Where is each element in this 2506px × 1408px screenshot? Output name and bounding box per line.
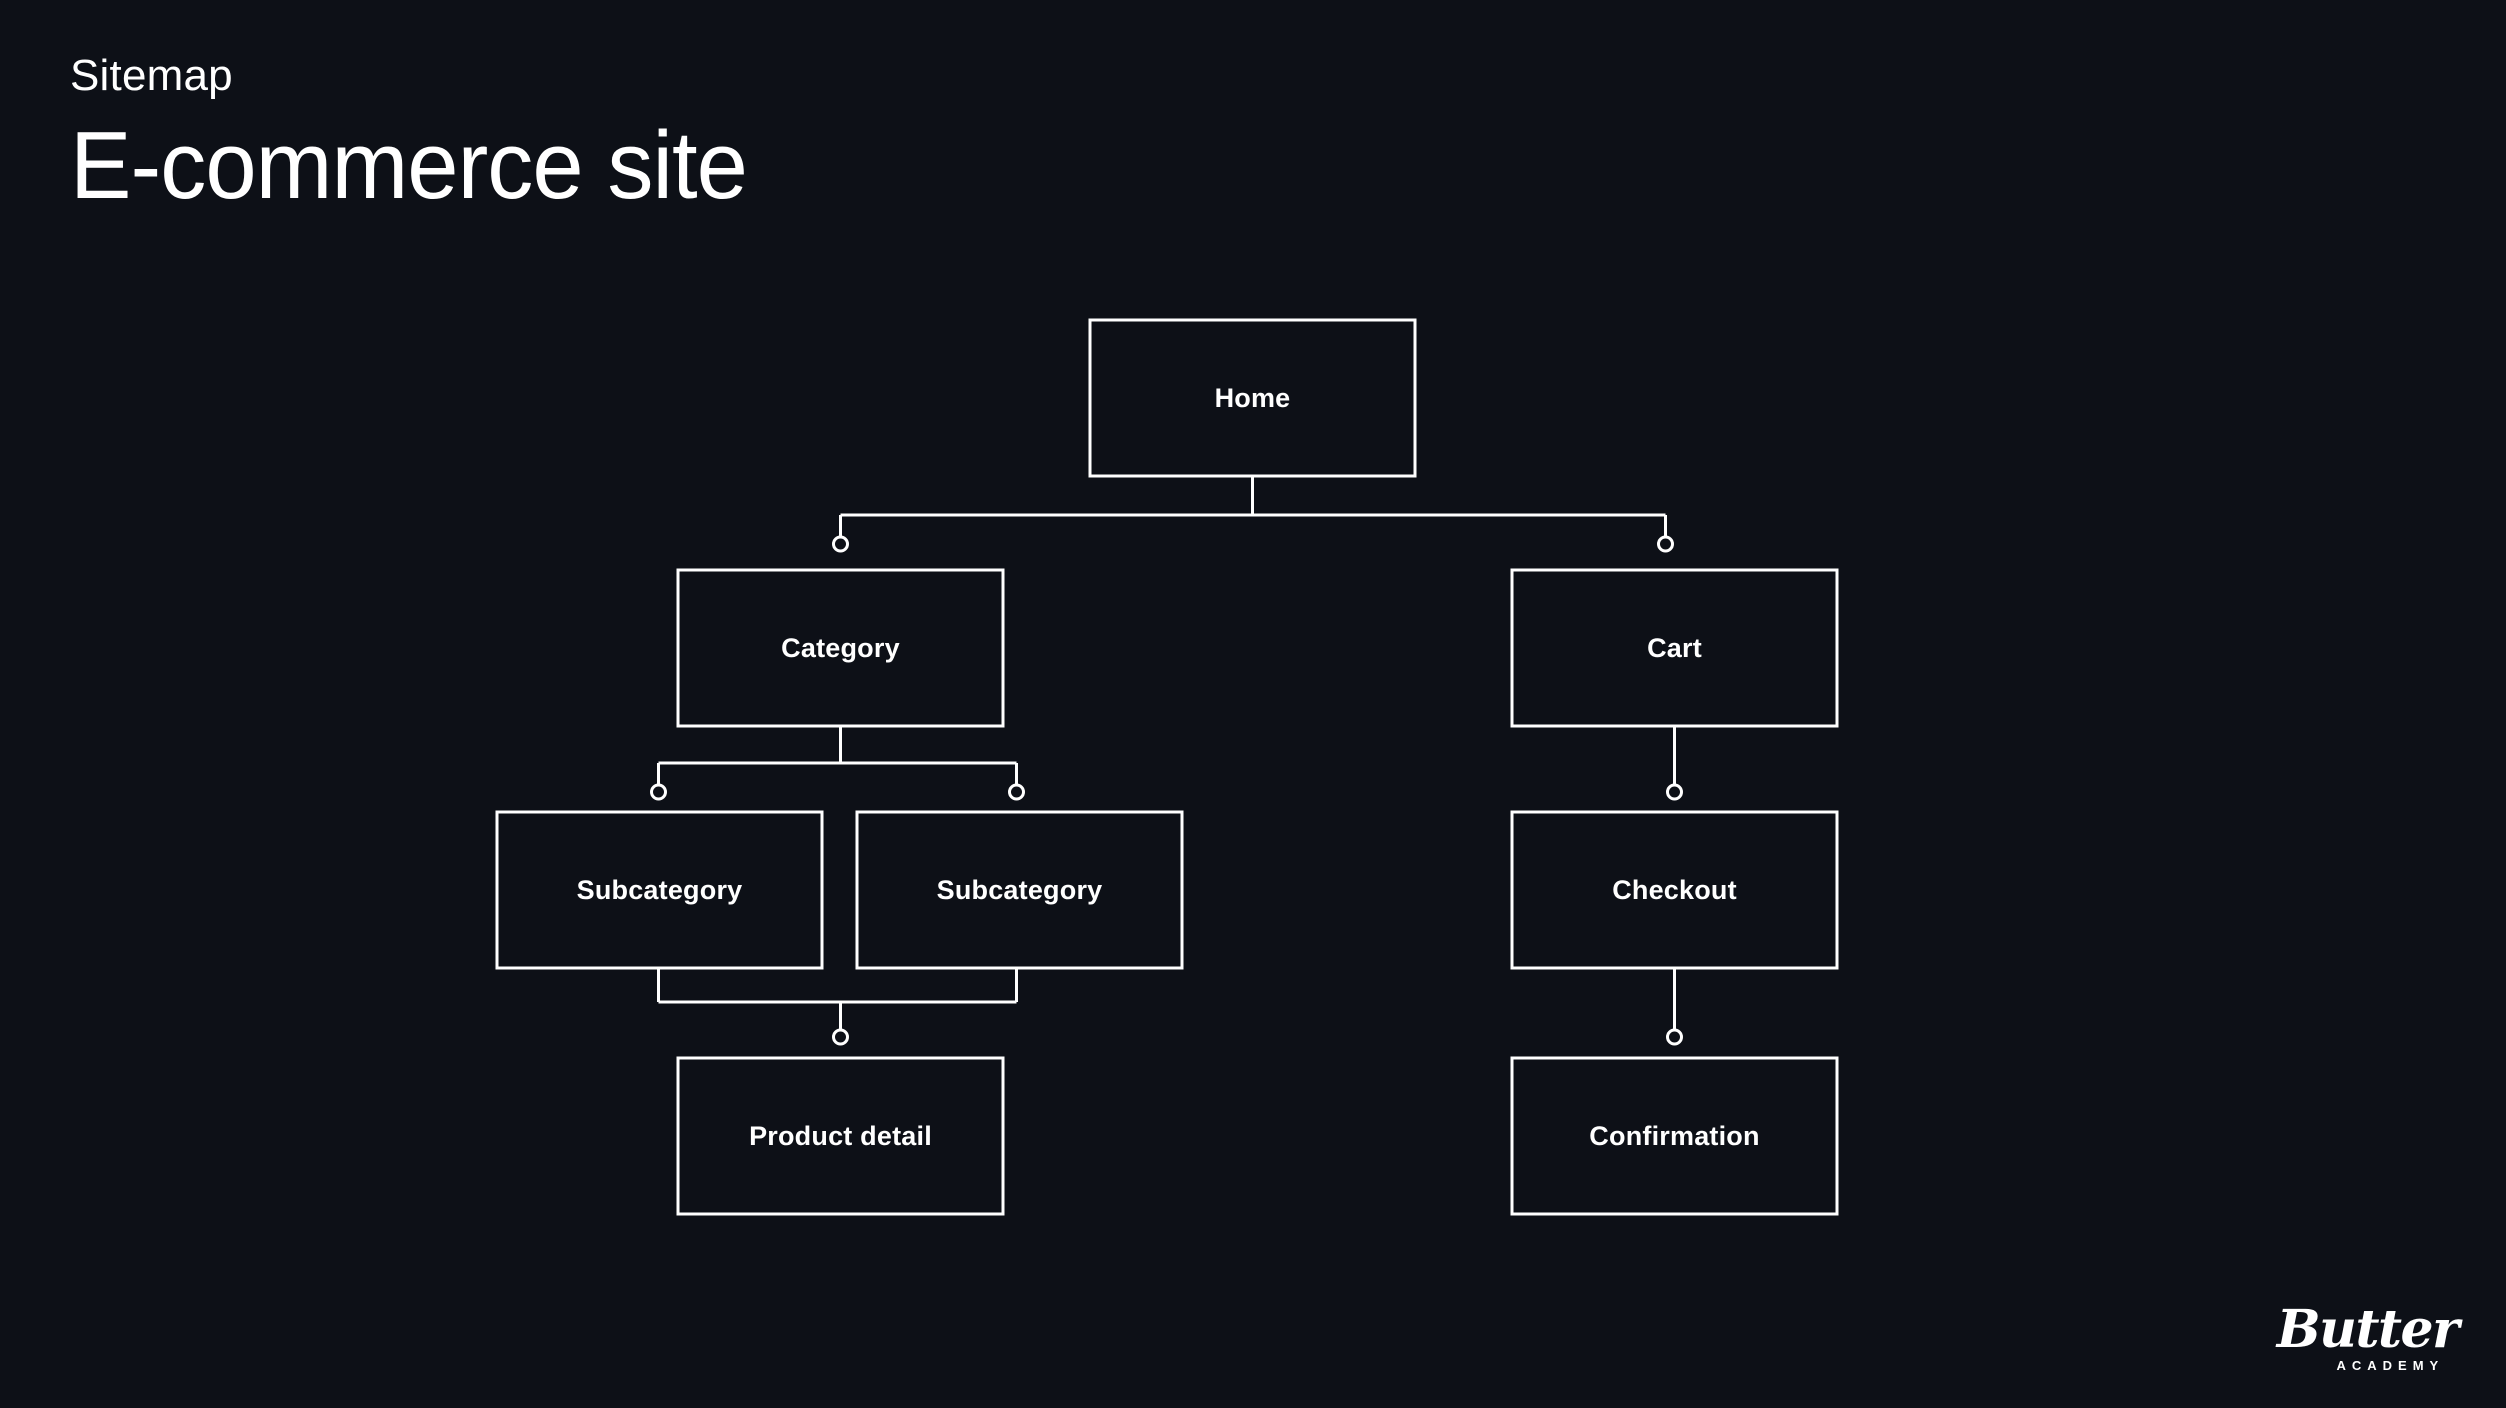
node-label-subcategory-2: Subcategory [937, 875, 1103, 905]
node-box-cart[interactable] [1510, 568, 1839, 728]
node-label-confirmation: Confirmation [1589, 1121, 1759, 1151]
slide-header: Sitemap E-commerce site [70, 51, 775, 220]
page-title: E-commerce site [70, 112, 748, 220]
node-home[interactable]: Home [1088, 318, 1417, 478]
node-label-category: Category [781, 633, 900, 663]
connector-dot-category [832, 535, 849, 553]
connector-dot-subcategory-2 [1008, 783, 1025, 801]
node-category[interactable]: Category [676, 568, 1005, 728]
connector-dot-product-detail [832, 1028, 849, 1046]
node-box-subcategory-2[interactable] [855, 810, 1184, 970]
node-label-product-detail: Product detail [749, 1121, 932, 1151]
node-product-detail[interactable]: Product detail [676, 1056, 1005, 1216]
node-box-category[interactable] [676, 568, 1005, 728]
node-label-subcategory-1: Subcategory [577, 875, 743, 905]
logo-subtitle: ACADEMY [2336, 1358, 2445, 1373]
node-box-home[interactable] [1088, 318, 1417, 478]
node-checkout[interactable]: Checkout [1510, 810, 1839, 970]
node-subcategory-2[interactable]: Subcategory [855, 810, 1184, 970]
node-label-cart: Cart [1647, 633, 1702, 663]
node-confirmation[interactable]: Confirmation [1510, 1056, 1839, 1216]
connector-dot-cart [1657, 535, 1674, 553]
connector-dot-subcategory-1 [650, 783, 667, 801]
node-label-checkout: Checkout [1612, 875, 1737, 905]
connector-layer [650, 476, 1683, 1046]
node-box-checkout[interactable] [1510, 810, 1839, 970]
node-cart[interactable]: Cart [1510, 568, 1839, 728]
logo-wordmark: Butter [2276, 1299, 2460, 1360]
node-box-product-detail[interactable] [676, 1056, 1005, 1216]
node-box-confirmation[interactable] [1510, 1056, 1839, 1216]
node-label-home: Home [1215, 383, 1291, 413]
node-box-subcategory-1[interactable] [495, 810, 824, 970]
connector-dot-confirmation [1666, 1028, 1683, 1046]
connector-dot-checkout [1666, 783, 1683, 801]
eyebrow-label: Sitemap [70, 51, 233, 100]
node-subcategory-1[interactable]: Subcategory [495, 810, 824, 970]
brand-logo: Butter ACADEMY [2276, 1299, 2460, 1373]
